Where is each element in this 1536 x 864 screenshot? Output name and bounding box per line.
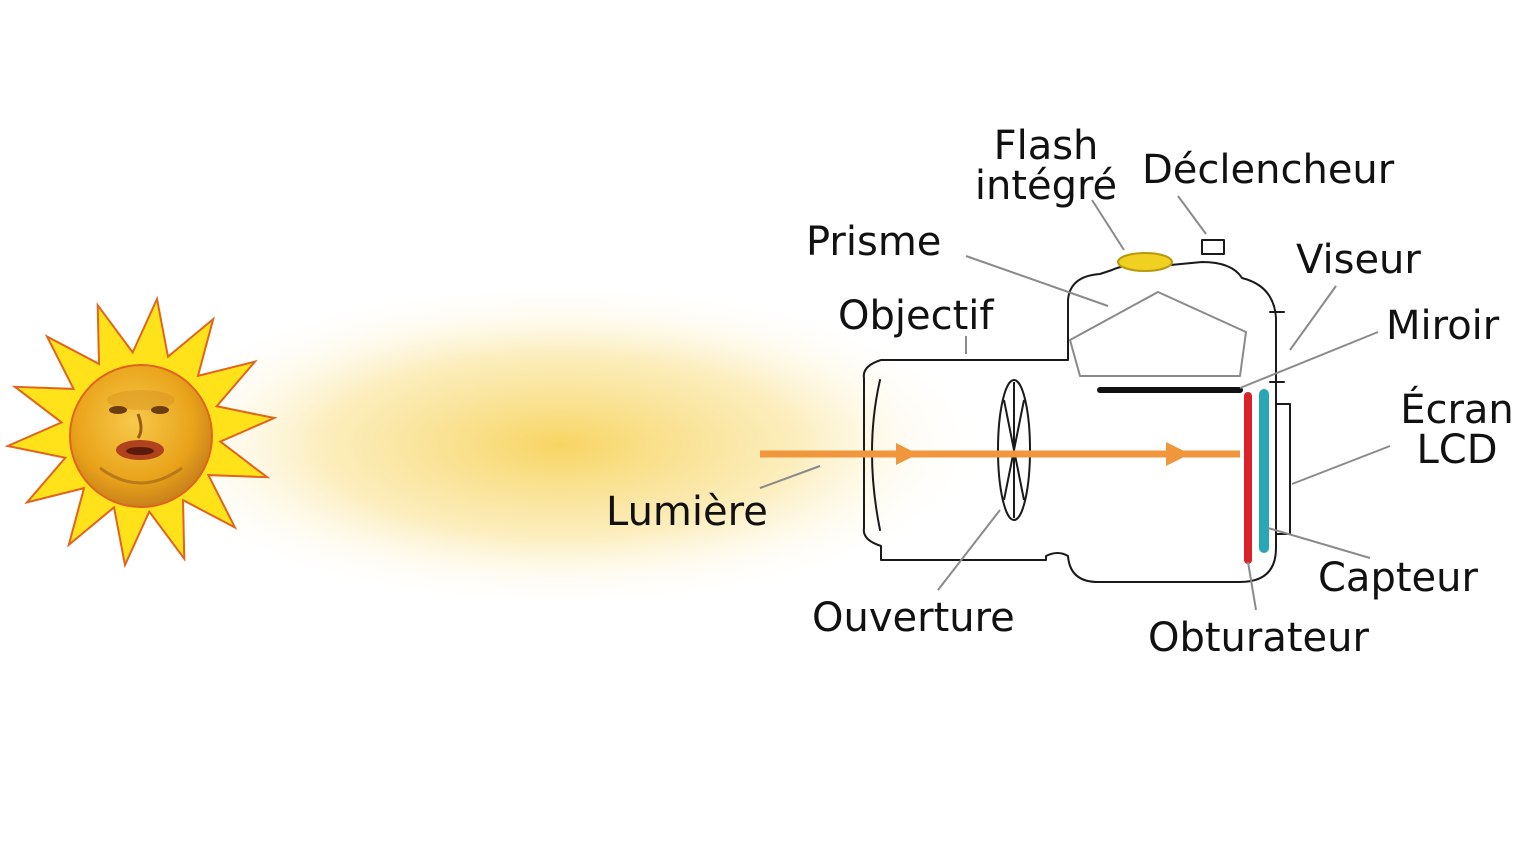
beam-arrowhead-1 xyxy=(896,443,918,465)
sun-face-brow xyxy=(107,390,175,410)
aperture-ring xyxy=(997,379,1031,521)
built-in-flash xyxy=(1117,252,1173,272)
label-lcd-line2: LCD xyxy=(1416,427,1498,473)
label-flash: Flash intégré xyxy=(958,126,1134,206)
label-obturateur: Obturateur xyxy=(1148,615,1369,661)
label-lcd-line1: Écran xyxy=(1400,387,1514,433)
sun-face-chin xyxy=(99,466,183,485)
sun-face-eye-right xyxy=(151,406,169,414)
sun-icon xyxy=(4,295,278,569)
label-prisme: Prisme xyxy=(806,219,942,265)
label-capteur: Capteur xyxy=(1318,555,1478,601)
label-viseur: Viseur xyxy=(1296,237,1421,283)
label-objectif: Objectif xyxy=(838,293,994,339)
label-miroir: Miroir xyxy=(1386,303,1500,349)
label-flash-line2: intégré xyxy=(974,163,1118,209)
leader-ouverture xyxy=(937,509,1001,591)
leader-miroir xyxy=(1239,331,1379,389)
leader-flash xyxy=(1091,199,1125,251)
leader-lines xyxy=(759,195,1391,611)
prism-shape xyxy=(1069,291,1247,377)
leader-viseur xyxy=(1289,285,1337,351)
light-beam xyxy=(760,442,1240,466)
label-flash-line1: Flash xyxy=(993,123,1099,169)
leader-prisme xyxy=(965,255,1109,307)
sun-face xyxy=(69,364,213,508)
label-declencheur: Déclencheur xyxy=(1142,147,1395,193)
leader-capteur xyxy=(1267,527,1371,559)
shutter-release-button xyxy=(1201,239,1225,255)
viewfinder-eyepiece xyxy=(1269,311,1285,383)
sun-face-eye-left xyxy=(109,406,127,414)
leader-lcd xyxy=(1291,445,1391,485)
lcd-screen-outline xyxy=(1275,403,1291,535)
label-lumiere: Lumière xyxy=(606,489,768,535)
sun-face-nose xyxy=(136,413,143,439)
leader-declencheur xyxy=(1177,195,1207,235)
light-glow xyxy=(130,280,990,610)
sun-face-mouth-inner xyxy=(126,447,154,455)
leader-obturateur xyxy=(1247,561,1257,611)
leader-lumiere xyxy=(759,465,821,489)
label-ecran-lcd: Écran LCD xyxy=(1386,390,1528,470)
beam-arrowhead-2 xyxy=(1166,442,1190,466)
label-ouverture: Ouverture xyxy=(812,595,1015,641)
